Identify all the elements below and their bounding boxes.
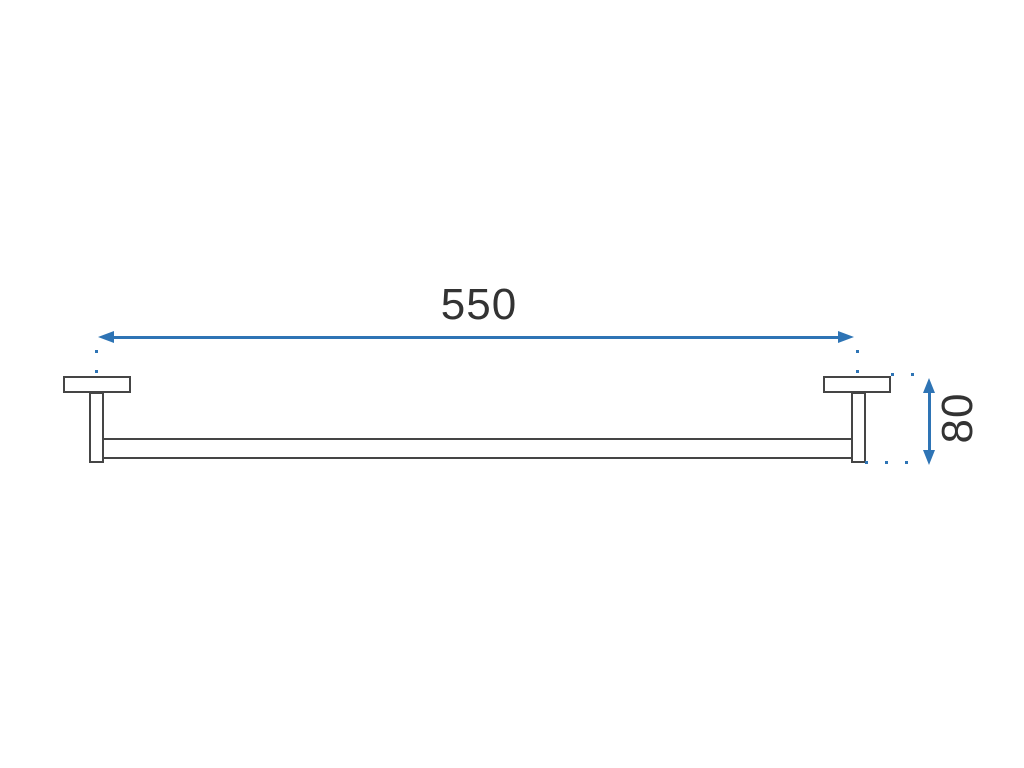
extension-line-right	[856, 350, 859, 376]
left-arrowhead-icon	[98, 331, 114, 343]
right-post	[851, 392, 866, 463]
left-post	[89, 392, 104, 463]
extension-line-bottom-right	[865, 461, 917, 464]
extension-line-left	[95, 350, 98, 376]
extension-line-top-right	[891, 373, 923, 376]
up-arrowhead-icon	[923, 378, 935, 393]
right-wall-flange	[823, 376, 891, 393]
width-dimension-line	[112, 336, 839, 339]
down-arrowhead-icon	[923, 450, 935, 465]
right-arrowhead-icon	[838, 331, 854, 343]
left-wall-flange	[63, 376, 131, 393]
height-dimension-label: 80	[933, 392, 982, 444]
rail-bar	[103, 438, 853, 459]
height-dimension-line	[928, 390, 931, 453]
width-dimension-label: 550	[440, 280, 518, 329]
